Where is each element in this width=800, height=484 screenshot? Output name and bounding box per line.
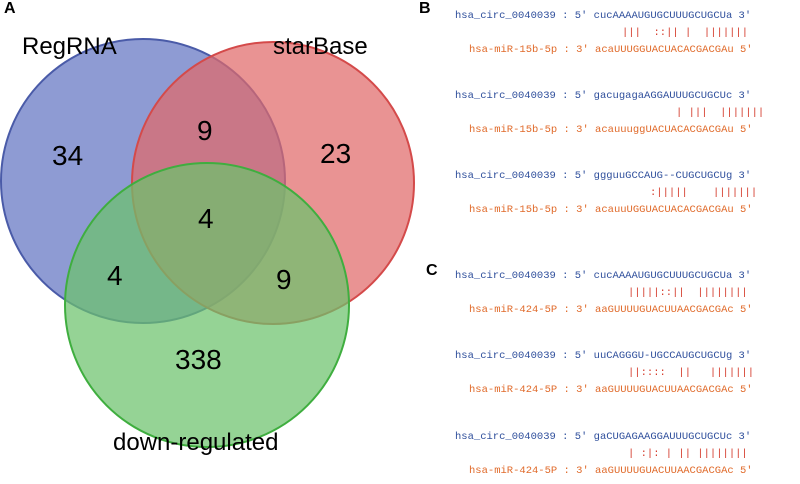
- pairing-row: ||| ::|| | |||||||: [622, 27, 749, 39]
- mir-label: hsa-miR-424-5P :: [469, 304, 570, 316]
- pairing-row: | ||| |||||||: [676, 107, 765, 119]
- mir-sequence: 3' aaGUUUUGUACUUAACGACGAc 5': [576, 384, 753, 396]
- mir-label: hsa-miR-424-5P :: [469, 465, 570, 477]
- venn-count-starbase-down: 9: [276, 264, 292, 295]
- circ-label: hsa_circ_0040039 :: [455, 10, 569, 22]
- circ-sequence: 5' ggguuGCCAUG--CUGCUGCUg 3': [574, 170, 752, 182]
- mir-row: hsa-miR-15b-5p : 3' acauuUGGUACUACACGACG…: [469, 204, 753, 216]
- mir-row: hsa-miR-424-5P : 3' aaGUUUUGUACUUAACGACG…: [469, 304, 753, 316]
- mir-row: hsa-miR-15b-5p : 3' acaUUUGGUACUACACGACG…: [469, 44, 753, 56]
- pairing-row: | :|: | || ||||||||: [628, 448, 748, 460]
- circ-label: hsa_circ_0040039 :: [455, 270, 569, 282]
- venn-label-down-regulated: down-regulated: [113, 429, 278, 456]
- circ-sequence: 5' gacugagaAGGAUUUGCUGCUc 3': [574, 90, 752, 102]
- pairing-row: ||:::: || |||||||: [628, 367, 755, 379]
- venn-count-all-three: 4: [198, 203, 214, 234]
- venn-count-starbase-only: 23: [320, 138, 351, 169]
- venn-label-regrna: RegRNA: [22, 33, 117, 60]
- mir-row: hsa-miR-15b-5p : 3' acauuuggUACUACACGACG…: [469, 124, 753, 136]
- venn-count-regrna-starbase: 9: [197, 115, 213, 146]
- mir-row: hsa-miR-424-5P : 3' aaGUUUUGUACUUAACGACG…: [469, 384, 753, 396]
- circ-row: hsa_circ_0040039 : 5' ggguuGCCAUG--CUGCU…: [455, 170, 751, 182]
- circ-label: hsa_circ_0040039 :: [455, 431, 569, 443]
- circ-sequence: 5' cucAAAAUGUGCUUUGCUGCUa 3': [574, 270, 752, 282]
- circ-sequence: 5' uuCAGGGU-UGCCAUGCUGCUg 3': [574, 350, 752, 362]
- venn-circle-down-regulated: [64, 162, 350, 448]
- panel-label-b: B: [419, 0, 431, 17]
- venn-label-starbase: starBase: [273, 33, 368, 60]
- pairing-row: |||||::|| ||||||||: [628, 287, 748, 299]
- venn-count-regrna-down: 4: [107, 260, 123, 291]
- venn-diagram: RegRNA starBase down-regulated 34 23 9 4…: [0, 33, 415, 456]
- mir-label: hsa-miR-15b-5p :: [469, 44, 570, 56]
- mir-sequence: 3' acauuuggUACUACACGACGAu 5': [576, 124, 753, 136]
- mir-label: hsa-miR-15b-5p :: [469, 124, 570, 136]
- circ-row: hsa_circ_0040039 : 5' gacugagaAGGAUUUGCU…: [455, 90, 751, 102]
- circ-label: hsa_circ_0040039 :: [455, 170, 569, 182]
- mir-sequence: 3' aaGUUUUGUACUUAACGACGAc 5': [576, 304, 753, 316]
- pairing-row: :||||| |||||||: [650, 187, 758, 199]
- venn-count-down-only: 338: [175, 344, 222, 375]
- circ-label: hsa_circ_0040039 :: [455, 350, 569, 362]
- panel-label-a: A: [4, 0, 16, 17]
- circ-label: hsa_circ_0040039 :: [455, 90, 569, 102]
- mir-sequence: 3' aaGUUUUGUACUUAACGACGAc 5': [576, 465, 753, 477]
- mir-sequence: 3' acauuUGGUACUACACGACGAu 5': [576, 204, 753, 216]
- mir-row: hsa-miR-424-5P : 3' aaGUUUUGUACUUAACGACG…: [469, 465, 753, 477]
- mir-label: hsa-miR-424-5P :: [469, 384, 570, 396]
- mir-sequence: 3' acaUUUGGUACUACACGACGAu 5': [576, 44, 753, 56]
- panel-label-c: C: [426, 262, 438, 279]
- circ-row: hsa_circ_0040039 : 5' gaCUGAGAAGGAUUUGCU…: [455, 431, 751, 443]
- circ-row: hsa_circ_0040039 : 5' cucAAAAUGUGCUUUGCU…: [455, 270, 751, 282]
- circ-row: hsa_circ_0040039 : 5' uuCAGGGU-UGCCAUGCU…: [455, 350, 751, 362]
- circ-row: hsa_circ_0040039 : 5' cucAAAAUGUGCUUUGCU…: [455, 10, 751, 22]
- circ-sequence: 5' cucAAAAUGUGCUUUGCUGCUa 3': [574, 10, 752, 22]
- venn-count-regrna-only: 34: [52, 140, 83, 171]
- mir-label: hsa-miR-15b-5p :: [469, 204, 570, 216]
- circ-sequence: 5' gaCUGAGAAGGAUUUGCUGCUc 3': [574, 431, 752, 443]
